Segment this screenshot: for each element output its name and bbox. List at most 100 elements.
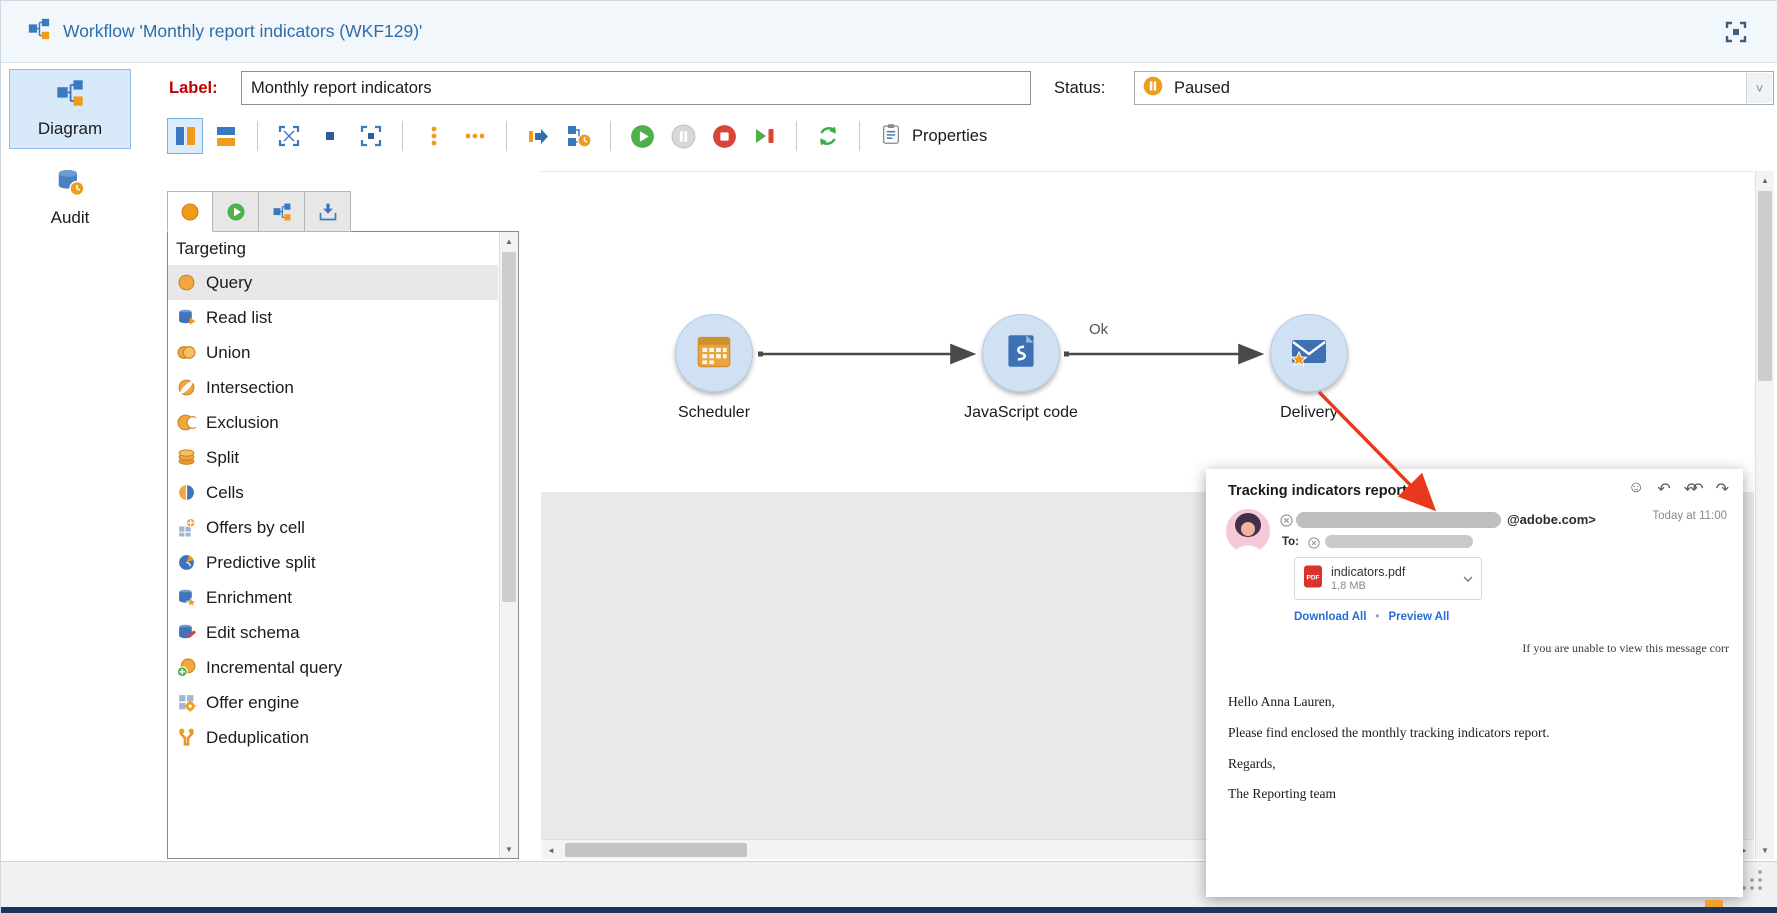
refresh-button[interactable] [810, 118, 846, 154]
node-javascript-code[interactable] [982, 314, 1060, 392]
tab-flow-control[interactable] [259, 191, 305, 232]
node-label-delivery: Delivery [1280, 404, 1338, 421]
scrollbar-thumb[interactable] [502, 252, 516, 602]
reply-all-icon[interactable]: ↶↶ [1683, 481, 1704, 498]
palette-item-predictive-split[interactable]: Predictive split [168, 545, 498, 580]
properties-button[interactable]: Properties [873, 118, 993, 155]
palette-item-deduplication[interactable]: Deduplication [168, 720, 498, 755]
sidebar-item-audit[interactable]: Audit [9, 159, 131, 236]
vertical-panes-button[interactable] [167, 118, 203, 154]
horizontal-dots-button[interactable] [457, 118, 493, 154]
preview-all-link[interactable]: Preview All [1388, 611, 1450, 623]
audit-database-clock-icon [55, 167, 85, 202]
edge-label-ok: Ok [1089, 321, 1109, 338]
email-preview-card: Tracking indicators report ☺ ↶ ↶↶ ↷ @ado… [1206, 469, 1743, 897]
email-timestamp: Today at 11:00 [1652, 510, 1727, 522]
download-all-link[interactable]: Download All [1294, 611, 1367, 623]
scroll-up-icon[interactable]: ▲ [505, 236, 513, 246]
toolbar-separator [610, 121, 611, 151]
palette-item-intersection[interactable]: Intersection [168, 370, 498, 405]
paused-icon [1142, 75, 1164, 102]
palette-item-union[interactable]: Union [168, 335, 498, 370]
union-icon [176, 342, 197, 363]
scroll-down-icon[interactable]: ▼ [505, 844, 513, 854]
attachment-chip[interactable]: PDF indicators.pdf 1,8 MB [1294, 557, 1482, 600]
tab-targeting[interactable] [167, 191, 213, 232]
scroll-up-icon[interactable]: ▲ [1761, 175, 1769, 185]
tab-import[interactable] [305, 191, 351, 232]
split-icon [176, 447, 197, 468]
scroll-down-icon[interactable]: ▼ [1761, 845, 1769, 855]
presence-icon [1280, 514, 1293, 532]
status-dropdown[interactable]: Paused ˅ [1134, 71, 1774, 105]
palette-item-enrichment[interactable]: Enrichment [168, 580, 498, 615]
reply-icon[interactable]: ↶ [1657, 481, 1671, 498]
enrichment-icon [176, 587, 197, 608]
palette-item-edit-schema[interactable]: Edit schema [168, 615, 498, 650]
tab-execution[interactable] [213, 191, 259, 232]
body-line: Hello Anna Lauren, [1228, 694, 1335, 709]
scroll-left-icon[interactable]: ◄ [547, 845, 555, 855]
node-label-scheduler: Scheduler [677, 404, 751, 421]
workflow-icon [27, 17, 51, 46]
body-line: Please find enclosed the monthly trackin… [1228, 725, 1550, 740]
fullscreen-icon[interactable] [1723, 19, 1749, 50]
chevron-down-icon[interactable]: ˅ [1746, 73, 1772, 103]
sidebar-item-label: Audit [50, 208, 90, 227]
palette-item-read-list[interactable]: Read list [168, 300, 498, 335]
forward-icon[interactable]: ↷ [1715, 481, 1729, 498]
node-delivery[interactable] [1270, 314, 1348, 392]
emoji-icon[interactable]: ☺ [1628, 479, 1645, 496]
palette-item-offer-engine[interactable]: Offer engine [168, 685, 498, 720]
attachment-name: indicators.pdf [1331, 564, 1406, 579]
toolbar-separator [506, 121, 507, 151]
toolbar-separator [859, 121, 860, 151]
palette-item-offers-by-cell[interactable]: Offers by cell [168, 510, 498, 545]
palette-group-targeting: Targeting [176, 238, 246, 258]
label-caption: Label: [169, 79, 218, 97]
fit-selection-button[interactable] [353, 118, 389, 154]
palette-item-query[interactable]: Query [168, 265, 498, 300]
delivery-envelope-icon [1287, 329, 1331, 378]
scrollbar-thumb[interactable] [565, 843, 747, 857]
start-button[interactable] [624, 118, 660, 154]
scrollbar-thumb[interactable] [1758, 191, 1772, 381]
scroll-right-icon[interactable]: ► [1740, 845, 1748, 855]
pdf-icon: PDF [1303, 564, 1323, 594]
clipboard-icon [879, 122, 903, 151]
body-line: Regards, [1228, 756, 1276, 771]
exclusion-icon [176, 412, 197, 433]
node-label-javascript-code: JavaScript code [964, 404, 1078, 421]
restart-button[interactable] [747, 118, 783, 154]
email-actions: ☺ ↶ ↶↶ ↷ [1628, 479, 1729, 499]
stop-button[interactable] [706, 118, 742, 154]
sidebar-item-diagram[interactable]: Diagram [9, 69, 131, 149]
window-bottom-edge [1, 907, 1777, 913]
horizontal-panes-button[interactable] [208, 118, 244, 154]
scheduler-calendar-icon [693, 330, 735, 377]
workflow-schedule-button[interactable] [561, 118, 597, 154]
diagram-icon [55, 78, 85, 113]
zoom-fit-button[interactable] [271, 118, 307, 154]
palette-item-incremental-query[interactable]: Incremental query [168, 650, 498, 685]
edit-schema-icon [176, 622, 197, 643]
zoom-100-button[interactable] [312, 118, 348, 154]
pause-button[interactable] [665, 118, 701, 154]
palette-item-split[interactable]: Split [168, 440, 498, 475]
palette-item-cells[interactable]: Cells [168, 475, 498, 510]
palette-item-exclusion[interactable]: Exclusion [168, 405, 498, 440]
sender-avatar [1226, 509, 1270, 558]
deduplication-icon [176, 727, 197, 748]
label-input[interactable] [241, 71, 1031, 105]
chevron-down-icon[interactable] [1463, 570, 1473, 588]
node-scheduler[interactable] [675, 314, 753, 392]
vertical-dots-button[interactable] [416, 118, 452, 154]
resize-grip[interactable] [1739, 867, 1765, 898]
offers-by-cell-icon [176, 517, 197, 538]
canvas-vertical-scrollbar[interactable]: ▲ ▼ [1755, 171, 1774, 859]
window-title: Workflow 'Monthly report indicators (WKF… [63, 21, 423, 41]
attachment-links: Download All • Preview All [1294, 611, 1449, 623]
palette-scrollbar[interactable]: ▲ ▼ [499, 232, 518, 858]
continue-execution-button[interactable] [520, 118, 556, 154]
